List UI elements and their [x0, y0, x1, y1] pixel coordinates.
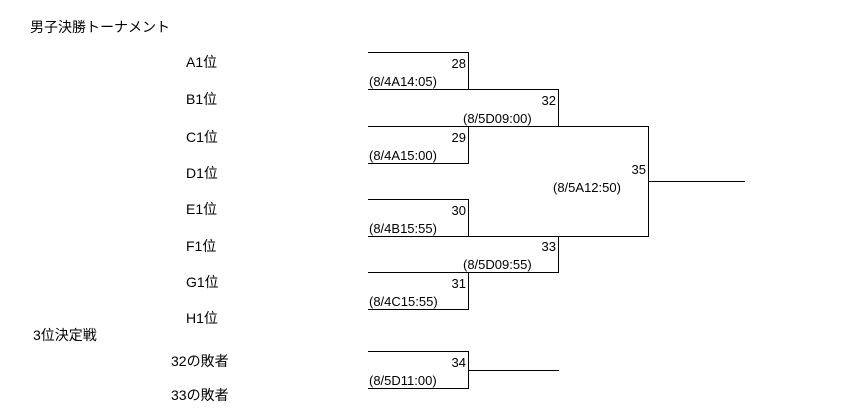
- match-34-time: (8/5D11:00): [369, 373, 437, 388]
- match-28-top-line: [368, 52, 469, 53]
- match-32-number: 32: [541, 93, 556, 108]
- match-31-bottom-line: [368, 309, 469, 310]
- match-28-time: (8/4A14:05): [369, 74, 437, 89]
- match-34-bottom-line: [368, 388, 469, 389]
- seed-label-b1: B1位: [186, 91, 218, 107]
- match-34-number: 34: [451, 355, 466, 370]
- third-place-entrant-2: 33の敗者: [171, 387, 229, 403]
- match-35-time: (8/5A12:50): [553, 180, 621, 195]
- match-30-top-line: [368, 199, 469, 200]
- match-33-top-line: [468, 236, 559, 237]
- match-32-bottom-line: [468, 126, 559, 127]
- match-28-bottom-line: [368, 89, 469, 90]
- match-32-time: (8/5D09:00): [463, 111, 532, 126]
- match-29-time: (8/4A15:00): [369, 148, 437, 163]
- match-35-bottom-line: [558, 236, 649, 237]
- match-30-bottom-line: [368, 236, 469, 237]
- match-31-top-line: [368, 272, 469, 273]
- match-28-number: 28: [451, 56, 466, 71]
- match-31-right-edge: [468, 272, 469, 310]
- match-30-number: 30: [451, 203, 466, 218]
- seed-label-e1: E1位: [186, 201, 218, 217]
- match-29-number: 29: [451, 130, 466, 145]
- match-35-number: 35: [631, 162, 646, 177]
- match-31-time: (8/4C15:55): [369, 294, 438, 309]
- seed-label-h1: H1位: [186, 310, 218, 326]
- third-place-entrant-1: 32の敗者: [171, 353, 229, 369]
- match-30-time: (8/4B15:55): [369, 221, 437, 236]
- seed-label-c1: C1位: [186, 129, 218, 145]
- seed-label-f1: F1位: [186, 238, 217, 254]
- seed-label-a1: A1位: [186, 54, 218, 70]
- match-32-top-line: [468, 89, 559, 90]
- seed-label-d1: D1位: [186, 165, 218, 181]
- match-33-time: (8/5D09:55): [463, 257, 532, 272]
- match-32-right-edge: [558, 89, 559, 127]
- match-28-right-edge: [468, 52, 469, 90]
- third-place-winner-line: [468, 370, 559, 371]
- match-29-top-line: [368, 126, 469, 127]
- match-29-right-edge: [468, 126, 469, 164]
- champion-line: [648, 181, 745, 182]
- third-place-section-label: 3位決定戦: [33, 327, 97, 343]
- page-title: 男子決勝トーナメント: [30, 19, 170, 35]
- match-33-number: 33: [541, 239, 556, 254]
- seed-label-g1: G1位: [186, 274, 219, 290]
- match-33-right-edge: [558, 236, 559, 273]
- match-31-number: 31: [451, 276, 466, 291]
- match-35-top-line: [558, 126, 649, 127]
- match-29-bottom-line: [368, 163, 469, 164]
- match-30-right-edge: [468, 199, 469, 237]
- match-33-bottom-line: [468, 272, 559, 273]
- match-34-top-line: [368, 351, 469, 352]
